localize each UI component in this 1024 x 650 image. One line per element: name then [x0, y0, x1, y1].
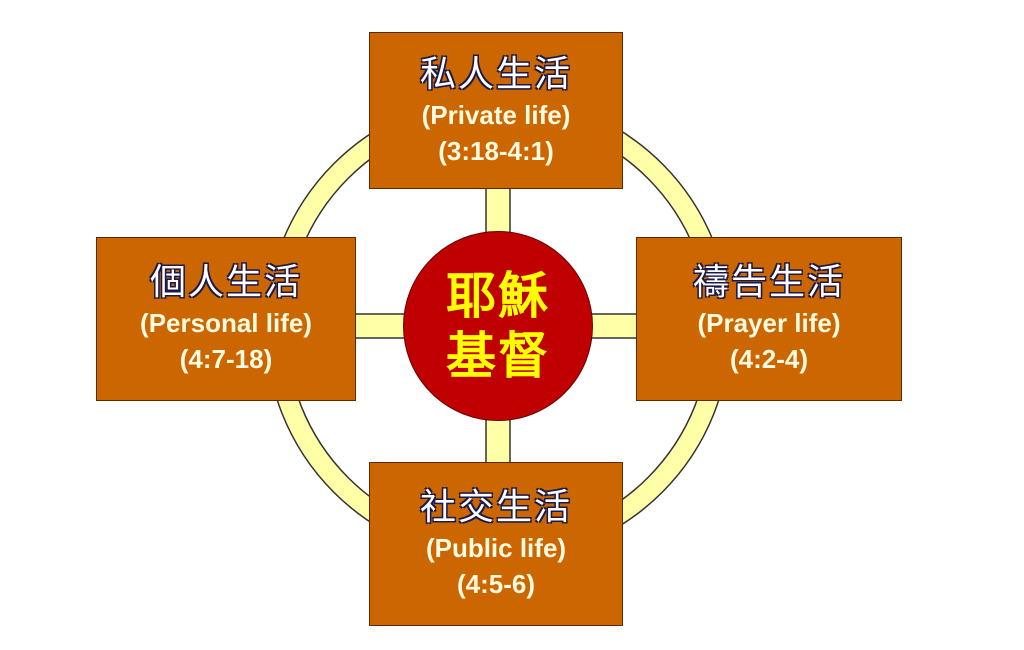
box-reference: (4:2-4) [729, 344, 808, 374]
box-public-life: 社交生活 (Public life) (4:5-6) [369, 462, 623, 626]
box-reference: (3:18-4:1) [438, 135, 554, 166]
box-title-zh: 個人生活 [149, 262, 302, 303]
box-title-en: (Private life) [421, 99, 571, 130]
center-circle-jesus-christ: 耶穌 基督 [403, 231, 593, 421]
box-title-en: (Prayer life) [697, 308, 841, 338]
box-private-life: 私人生活 (Private life) (3:18-4:1) [369, 32, 623, 189]
box-prayer-life: 禱告生活 (Prayer life) (4:2-4) [636, 237, 902, 401]
box-title-en: (Personal life) [140, 308, 312, 338]
box-title-zh: 私人生活 [419, 53, 572, 95]
box-reference: (4:7-18) [179, 344, 273, 374]
box-reference: (4:5-6) [456, 569, 535, 599]
box-title-en: (Public life) [425, 533, 567, 563]
center-line-2: 基督 [446, 327, 550, 385]
center-line-1: 耶穌 [446, 267, 550, 325]
box-title-zh: 社交生活 [419, 487, 572, 528]
box-personal-life: 個人生活 (Personal life) (4:7-18) [96, 237, 356, 401]
box-title-zh: 禱告生活 [692, 262, 845, 303]
